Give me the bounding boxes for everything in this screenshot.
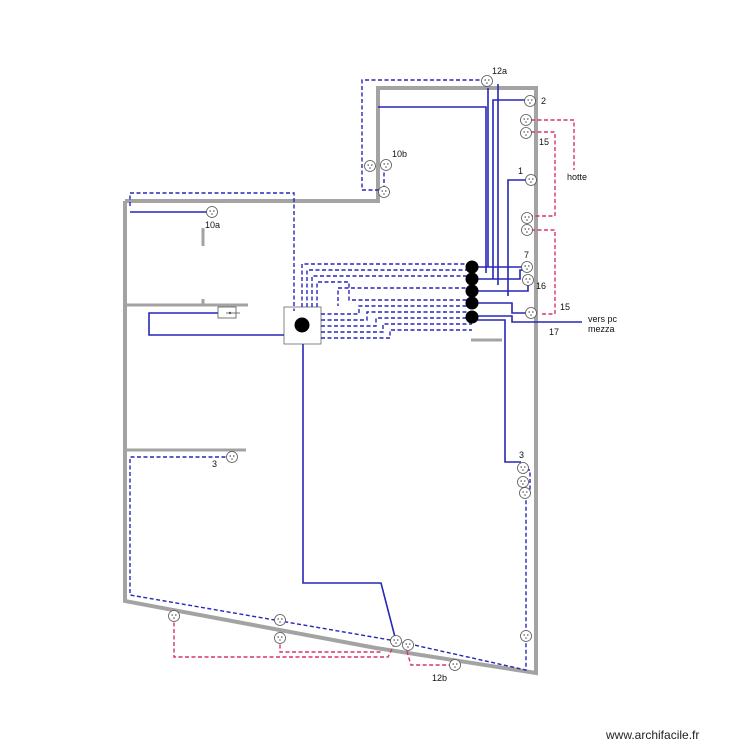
- dwire-bundle-2: [306, 269, 472, 307]
- label-hotte: hotte: [567, 172, 587, 182]
- dashed-circuits: [129, 79, 531, 671]
- breaker-node-icon: [465, 272, 479, 286]
- pwire-hotte: [531, 119, 575, 170]
- outlet-icon: [168, 610, 180, 622]
- outlets: [168, 75, 537, 671]
- switch-icon: [217, 306, 240, 319]
- outlet-icon: [519, 487, 531, 499]
- dwire-12a: [361, 79, 486, 191]
- outlet-icon: [521, 224, 533, 236]
- pwire-12b-c: [404, 644, 455, 666]
- outlet-icon: [522, 274, 534, 286]
- breaker-node-icon: [465, 310, 479, 324]
- pink-circuits: [173, 119, 575, 666]
- outlet-icon: [274, 632, 286, 644]
- outlet-icon: [274, 614, 286, 626]
- outlet-icon: [449, 659, 461, 671]
- outlet-icon: [206, 206, 218, 218]
- wire-1: [507, 179, 530, 296]
- label-2: 2: [541, 96, 546, 106]
- wire-3-right: [472, 319, 521, 463]
- dwire-bundle-9: [321, 329, 472, 339]
- label-16: 16: [536, 281, 546, 291]
- wire-upper-loop: [378, 106, 487, 273]
- dwire-bundle-1: [301, 263, 472, 307]
- label-10a: 10a: [205, 220, 220, 230]
- label-15-mid: 15: [560, 302, 570, 312]
- outlet-icon: [520, 630, 532, 642]
- label-15-top: 15: [539, 137, 549, 147]
- outlet-icon: [226, 451, 238, 463]
- outlet-icon: [525, 307, 537, 319]
- breaker-node-icon: [465, 260, 479, 274]
- dwire-bundle-5: [321, 305, 472, 315]
- dwire-bundle-7: [321, 317, 472, 327]
- breaker-node-icon: [465, 296, 479, 310]
- wire-vers-pc: [472, 315, 582, 323]
- credit-text: www.archifacile.fr: [605, 728, 699, 742]
- breaker-nodes: [465, 260, 479, 324]
- pwire-12b-a: [173, 616, 397, 658]
- outlet-icon: [517, 462, 529, 474]
- pwire-15b: [531, 229, 556, 315]
- dwire-bundle-8: [321, 323, 472, 333]
- dwire-bundle-10: [337, 287, 472, 306]
- wire-bottom: [302, 344, 397, 642]
- label-mezza: mezza: [588, 324, 615, 334]
- dwire-bottom-right: [395, 488, 527, 671]
- wire-left-switch: [148, 312, 284, 336]
- outlet-icon: [364, 160, 376, 172]
- wire-16: [472, 284, 529, 292]
- label-7: 7: [524, 250, 529, 260]
- dwire-3-left: [129, 456, 397, 642]
- label-12a: 12a: [492, 66, 507, 76]
- label-1: 1: [518, 166, 523, 176]
- labels: 12a 2 15 10b hotte 1 10a 7 16 15 vers pc…: [205, 66, 618, 683]
- outlet-icon: [402, 639, 414, 651]
- outlet-icon: [378, 186, 390, 198]
- distribution-panel-icon: [283, 306, 322, 345]
- pwire-12b-b: [279, 638, 381, 653]
- label-3-left: 3: [212, 459, 217, 469]
- label-3-right: 3: [519, 450, 524, 460]
- breaker-node-icon: [465, 284, 479, 298]
- outlet-icon: [521, 212, 533, 224]
- dwire-bundle-4: [316, 281, 472, 307]
- outlet-icon: [521, 261, 533, 273]
- outlet-icon: [390, 635, 402, 647]
- dwire-bundle-6: [321, 311, 472, 321]
- wire-15: [472, 302, 530, 314]
- label-17: 17: [549, 327, 559, 337]
- outlet-icon: [517, 476, 529, 488]
- dwire-10a-loop: [129, 192, 295, 311]
- wire-2: [492, 99, 529, 279]
- solid-circuits: [130, 84, 582, 642]
- wire-7b: [472, 269, 527, 280]
- walls: [123, 86, 538, 676]
- outlet-icon: [481, 75, 493, 87]
- outlet-icon: [380, 159, 392, 171]
- outlet-icon: [520, 114, 532, 126]
- label-10b: 10b: [392, 149, 407, 159]
- outer-wall: [123, 86, 538, 676]
- pwire-15a: [531, 131, 556, 217]
- label-vers-pc: vers pc: [588, 314, 618, 324]
- label-12b: 12b: [432, 673, 447, 683]
- outlet-icon: [520, 127, 532, 139]
- outlet-icon: [525, 174, 537, 186]
- outlet-icon: [524, 95, 536, 107]
- dwire-bundle-3: [311, 275, 472, 307]
